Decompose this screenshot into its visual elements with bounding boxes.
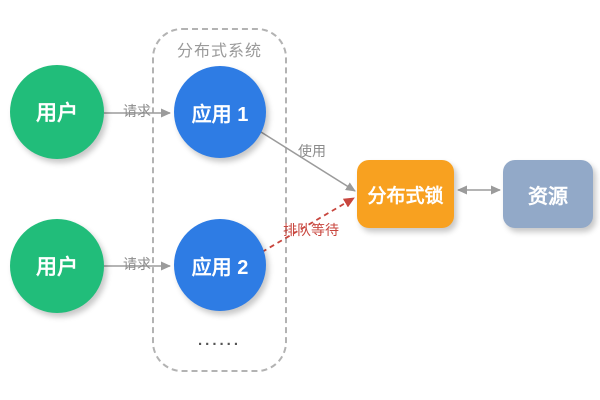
edge-label-request-2: 请求 — [123, 256, 151, 272]
node-resource[interactable]: 资源 — [503, 160, 593, 228]
node-user-1-label: 用户 — [36, 102, 78, 125]
edge-label-use: 使用 — [298, 143, 326, 159]
group-title: 分布式系统 — [176, 43, 262, 60]
node-distributed-lock[interactable]: 分布式锁 — [357, 160, 454, 228]
node-distributed-lock-label: 分布式锁 — [367, 185, 444, 207]
node-app-1-label: 应用 1 — [191, 103, 249, 126]
edge-label-request-1: 请求 — [123, 103, 151, 119]
node-user-2-label: 用户 — [36, 256, 78, 279]
node-app-1[interactable]: 应用 1 — [174, 66, 266, 158]
edge-label-queue-wait: 排队等待 — [283, 222, 339, 238]
node-app-2-label: 应用 2 — [191, 256, 249, 279]
more-apps-ellipsis: ...... — [197, 332, 241, 349]
node-user-2[interactable]: 用户 — [10, 219, 104, 313]
node-app-2[interactable]: 应用 2 — [174, 219, 266, 311]
node-resource-label: 资源 — [528, 185, 568, 208]
node-user-1[interactable]: 用户 — [10, 65, 104, 159]
